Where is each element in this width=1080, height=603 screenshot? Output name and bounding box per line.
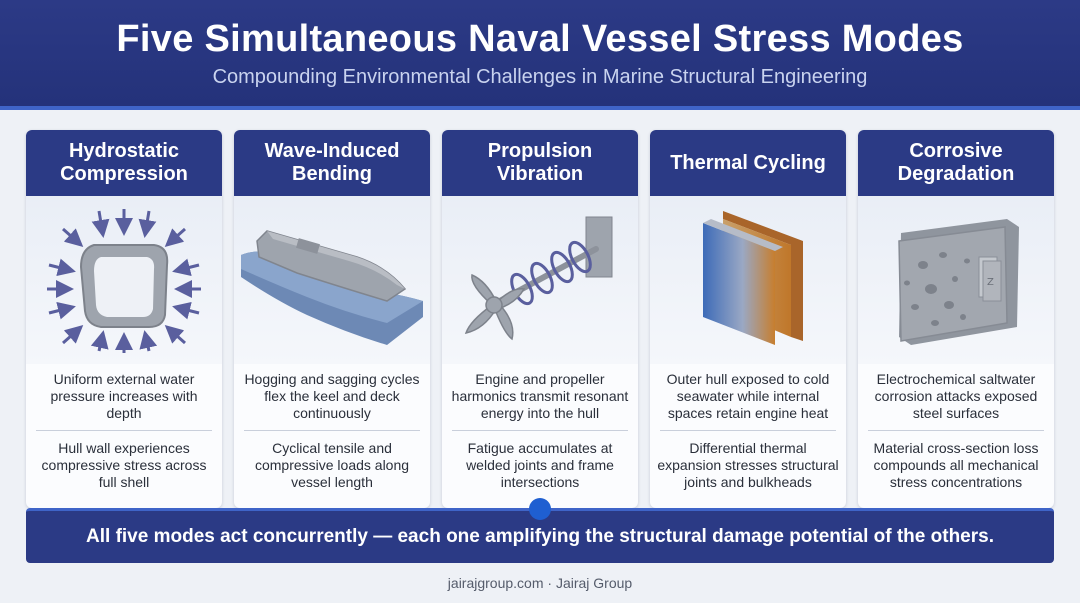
card-divider bbox=[868, 430, 1044, 431]
card-title: Thermal Cycling bbox=[670, 151, 826, 174]
card-corrosive-degradation: Corrosive Degradation bbox=[858, 130, 1054, 508]
card-header: Corrosive Degradation bbox=[858, 130, 1054, 196]
card-effect: Hull wall experiences compressive stress… bbox=[41, 439, 207, 490]
card-thermal-cycling: Thermal Cycling bbox=[650, 130, 846, 508]
card-divider bbox=[244, 430, 420, 431]
card-wave-induced-bending: Wave-Induced Bending Hogging and sagging… bbox=[234, 130, 430, 508]
card-effect: Differential thermal expansion stresses … bbox=[657, 439, 839, 490]
svg-text:Z: Z bbox=[987, 277, 994, 288]
card-title: Hydrostatic Compression bbox=[60, 140, 188, 185]
corroded-plate-icon: Z bbox=[858, 196, 1054, 364]
card-description: Hogging and sagging cycles flex the keel… bbox=[244, 370, 420, 421]
card-description: Uniform external water pressure increase… bbox=[50, 370, 198, 421]
card-description: Engine and propeller harmonics transmit … bbox=[451, 370, 629, 421]
card-header: Thermal Cycling bbox=[650, 130, 846, 196]
card-divider bbox=[660, 430, 836, 431]
card-title: Wave-Induced Bending bbox=[264, 140, 400, 185]
card-divider bbox=[36, 430, 212, 431]
thermal-plates-icon bbox=[650, 196, 846, 364]
card-title: Propulsion Vibration bbox=[487, 140, 593, 185]
card-header: Propulsion Vibration bbox=[442, 130, 638, 196]
card-description: Outer hull exposed to cold seawater whil… bbox=[666, 370, 830, 421]
header: Five Simultaneous Naval Vessel Stress Mo… bbox=[0, 0, 1080, 110]
hull-pressure-icon bbox=[26, 196, 222, 364]
card-header: Wave-Induced Bending bbox=[234, 130, 430, 196]
card-effect: Fatigue accumulates at welded joints and… bbox=[466, 439, 614, 490]
card-title: Corrosive Degradation bbox=[897, 140, 1015, 185]
card-header: Hydrostatic Compression bbox=[26, 130, 222, 196]
footer: jairajgroup.com · Jairaj Group bbox=[447, 575, 633, 591]
propeller-shaft-icon bbox=[442, 196, 638, 364]
card-effect: Material cross-section loss compounds al… bbox=[873, 439, 1039, 490]
summary-text: All five modes act concurrently — each o… bbox=[86, 526, 994, 547]
card-divider bbox=[452, 430, 628, 431]
connector-dot bbox=[529, 498, 551, 520]
card-hydrostatic-compression: Hydrostatic Compression bbox=[26, 130, 222, 508]
ship-on-waves-icon bbox=[234, 196, 430, 364]
card-propulsion-vibration: Propulsion Vibration bbox=[442, 130, 638, 508]
page-title: Five Simultaneous Naval Vessel Stress Mo… bbox=[116, 18, 964, 60]
card-description: Electrochemical saltwater corrosion atta… bbox=[874, 370, 1038, 421]
card-effect: Cyclical tensile and compressive loads a… bbox=[254, 439, 410, 490]
page-subtitle: Compounding Environmental Challenges in … bbox=[212, 66, 868, 88]
stress-mode-cards: Hydrostatic Compression bbox=[26, 130, 1054, 510]
